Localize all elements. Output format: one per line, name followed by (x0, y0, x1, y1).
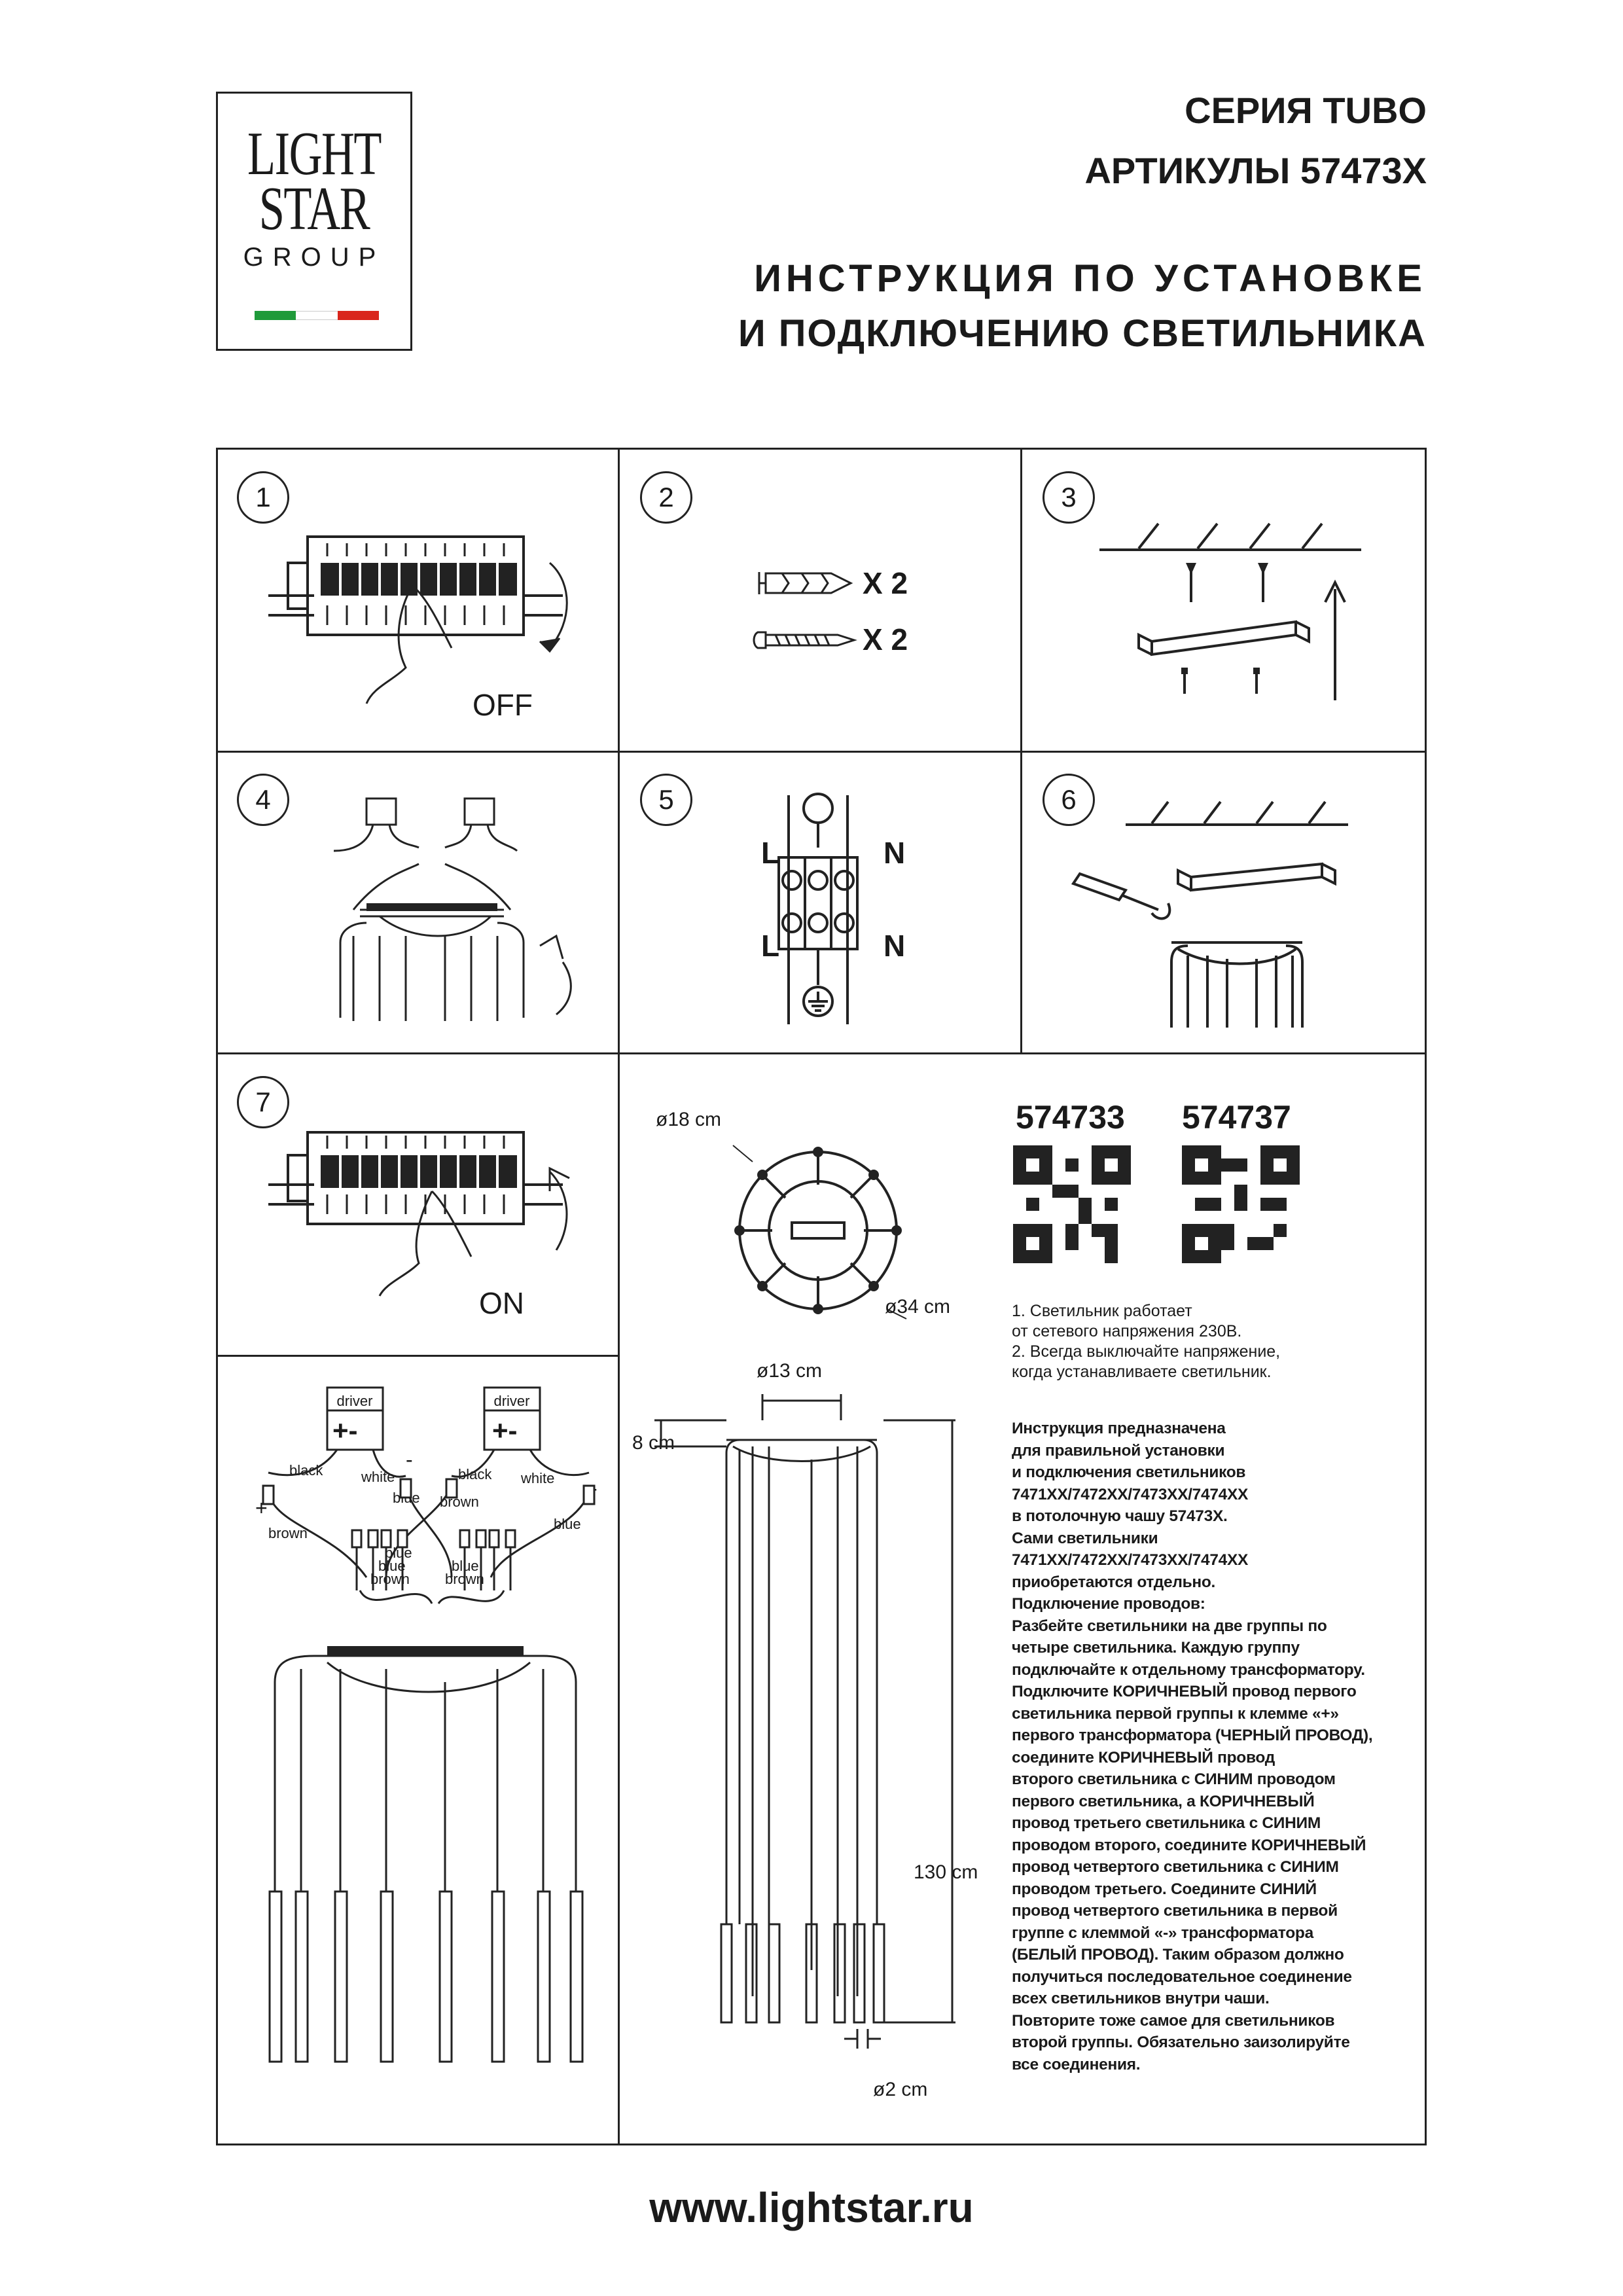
safety-notes: 1. Светильник работает от сетевого напря… (1012, 1301, 1280, 1382)
instruction-line: провод четвертого светильника с СИНИМ (1012, 1858, 1339, 1876)
neutral-label-bottom: N (883, 929, 906, 963)
screw-qty: X 2 (863, 622, 908, 656)
step-number-1: 1 (237, 471, 289, 524)
wiring-diagram-illustration (262, 1386, 596, 2063)
instruction-line: приобретаются отдельно. (1012, 1573, 1216, 1591)
article-code-1: 574733 (1016, 1099, 1125, 1136)
screwdriver-mount-illustration (1071, 800, 1348, 1028)
on-label: ON (479, 1286, 524, 1320)
articles-title: АРТИКУЛЫ 57473X (1084, 150, 1427, 191)
instruction-line: светильника первой группы к клемме «+» (1012, 1704, 1339, 1723)
side-view-dimension-drawing (654, 1394, 955, 2049)
brand-logo: LIGHT STAR GROUP (216, 92, 412, 351)
driver-2-polarity: +- (492, 1415, 518, 1446)
wire-black-2: black (458, 1466, 492, 1482)
logo-word-light: LIGHT (247, 120, 382, 188)
wiring-small-illustration (333, 797, 572, 1021)
canopy-diameter-label: ø13 cm (757, 1360, 823, 1382)
step-number-7: 7 (237, 1076, 289, 1128)
instruction-line: и подключения светильников (1012, 1463, 1246, 1481)
live-label-bottom: L (761, 929, 780, 963)
instruction-line: Инструкция предназначена (1012, 1420, 1226, 1437)
doc-title-line-1: ИНСТРУКЦИЯ ПО УСТАНОВКЕ (754, 257, 1427, 300)
qr-pattern-1 (1013, 1145, 1131, 1263)
instruction-line: четыре светильника. Каждую группу (1012, 1639, 1300, 1657)
instruction-line: провод четвертого светильника в первой (1012, 1902, 1338, 1920)
wire-brown-1: brown (268, 1525, 308, 1541)
instruction-line: провод третьего светильника с СИНИМ (1012, 1814, 1321, 1832)
series-title: СЕРИЯ TUBO (1185, 90, 1427, 131)
instruction-line: соедините КОРИЧНЕВЫЙ провод (1012, 1748, 1275, 1767)
tube-diameter-label: ø2 cm (873, 2079, 928, 2100)
qr-pattern-2 (1182, 1145, 1300, 1263)
step-number-3: 3 (1043, 471, 1095, 524)
driver-1-polarity: +- (332, 1415, 358, 1446)
mounting-bracket-illustration (1099, 522, 1361, 700)
instruction-line: первого светильника, а КОРИЧНЕВЫЙ (1012, 1792, 1315, 1810)
live-label-top: L (761, 836, 780, 870)
neutral-label-top: N (883, 836, 906, 870)
instruction-line: всех светильников внутри чаши. (1012, 1990, 1270, 2007)
top-diameter-small: ø18 cm (656, 1109, 722, 1130)
note-line: когда устанавливаете светильник. (1012, 1363, 1272, 1381)
instruction-line: Сами светильники (1012, 1529, 1158, 1547)
step-number-4: 4 (237, 774, 289, 826)
breaker-panel-off-illustration (268, 535, 568, 704)
driver-2-label: driver (493, 1393, 530, 1409)
note-line: 2. Всегда выключайте напряжение, (1012, 1342, 1281, 1361)
canopy-height-label: 8 cm (632, 1432, 675, 1454)
step-number-2: 2 (640, 471, 692, 524)
instruction-grid (216, 448, 1427, 2145)
instruction-line: Подключение проводов: (1012, 1595, 1205, 1613)
website-url[interactable]: www.lightstar.ru (649, 2184, 974, 2231)
logo-word-group: GROUP (243, 243, 385, 272)
instruction-line: группе с клеммой «-» трансформатора (1012, 1924, 1313, 1942)
doc-title-line-2: И ПОДКЛЮЧЕНИЮ СВЕТИЛЬНИКА (738, 312, 1427, 355)
instruction-line: (БЕЛЫЙ ПРОВОД). Таким образом должно (1012, 1946, 1344, 1964)
step-number-5: 5 (640, 774, 692, 826)
instruction-line: второй группы. Обязательно заизолируйте (1012, 2034, 1350, 2051)
canopy-top-view (732, 1145, 907, 1319)
instruction-line: подключайте к отдельному трансформатору. (1012, 1660, 1365, 1679)
off-label: OFF (473, 688, 533, 722)
instruction-line: проводом второго, соедините КОРИЧНЕВЫЙ (1012, 1836, 1366, 1854)
wire-blue-3: blue (378, 1558, 406, 1574)
wire-black-1: black (289, 1462, 323, 1479)
instruction-line: для правильной установки (1012, 1441, 1225, 1460)
note-line: 1. Светильник работает (1012, 1302, 1192, 1320)
article-code-2: 574737 (1182, 1099, 1291, 1136)
instruction-line: второго светильника с СИНИМ проводом (1012, 1770, 1336, 1788)
instruction-line: Разбейте светильники на две группы по (1012, 1617, 1327, 1635)
total-height-label: 130 cm (914, 1861, 978, 1883)
instruction-line: в потолочную чашу 57473X. (1012, 1507, 1228, 1525)
top-diameter-large: ø34 cm (885, 1296, 951, 1318)
step-number-6: 6 (1043, 774, 1095, 826)
instruction-line: 7471XX/7472XX/7473XX/7474XX (1012, 1551, 1249, 1569)
note-line: от сетевого напряжения 230В. (1012, 1322, 1242, 1340)
instruction-line: Подключите КОРИЧНЕВЫЙ провод первого (1012, 1683, 1357, 1700)
instruction-line: получиться последовательное соединение (1012, 1967, 1352, 1986)
wire-white-2: white (521, 1470, 555, 1486)
wire-white-1: white (361, 1469, 395, 1485)
qr-code-1[interactable] (1013, 1145, 1131, 1263)
qr-code-2[interactable] (1182, 1145, 1300, 1263)
breaker-panel-on-illustration (268, 1131, 570, 1297)
instruction-line: все соединения. (1012, 2055, 1141, 2073)
terminal-block-illustration (777, 793, 859, 1024)
logo-word-star: STAR (259, 175, 370, 243)
minus-terminal-1: - (406, 1448, 413, 1471)
instruction-text: Инструкция предназначена для правильной … (1012, 1418, 1404, 2075)
instruction-line: 7471XX/7472XX/7473XX/7474XX (1012, 1485, 1249, 1503)
dowel-qty: X 2 (863, 566, 908, 600)
screw-icon (753, 631, 857, 649)
dowel-icon (758, 572, 853, 594)
instruction-line: первого трансформатора (ЧЕРНЫЙ ПРОВОД), (1012, 1727, 1373, 1744)
driver-1-label: driver (336, 1393, 373, 1409)
italian-flag-stripe (255, 311, 379, 320)
instruction-line: проводом третьего. Соедините СИНИЙ (1012, 1880, 1317, 1898)
instruction-line: Повторите тоже самое для светильников (1012, 2011, 1335, 2030)
